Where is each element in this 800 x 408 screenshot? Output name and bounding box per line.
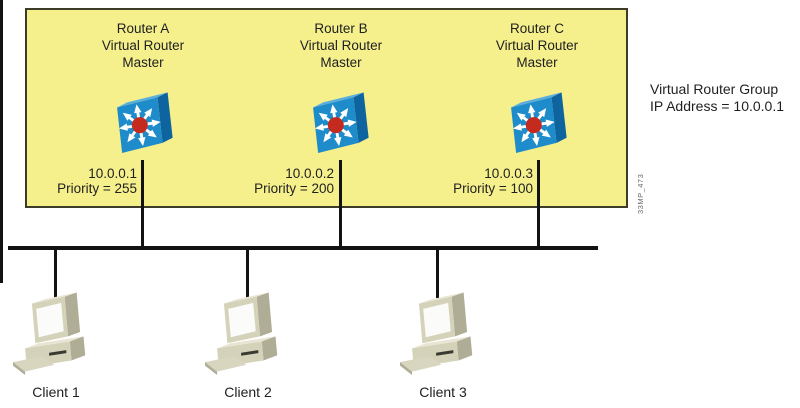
figure-id-label: 33MP_473 bbox=[636, 173, 645, 214]
left-edge-line bbox=[0, 0, 3, 283]
desktop-computer-icon bbox=[13, 288, 99, 383]
router-b-ip: 10.0.0.2 bbox=[285, 166, 334, 181]
client-3-link-line bbox=[436, 250, 439, 298]
client-1-label: Client 1 bbox=[32, 384, 80, 400]
router-switch-icon bbox=[112, 87, 176, 165]
desktop-computer-icon bbox=[205, 288, 291, 383]
router-a-priority: Priority = 255 bbox=[57, 181, 137, 196]
router-b-address: 10.0.0.2 Priority = 200 bbox=[234, 166, 334, 196]
router-c-link-line bbox=[537, 160, 540, 250]
router-b-priority: Priority = 200 bbox=[254, 181, 334, 196]
router-b-role-line2: Master bbox=[320, 55, 362, 70]
router-a-link-line bbox=[141, 160, 144, 250]
lan-bus-line bbox=[8, 246, 598, 250]
router-b-role-line1: Virtual Router bbox=[299, 38, 383, 53]
router-b-name: Router B bbox=[314, 21, 368, 36]
virtual-router-group-note: Virtual Router Group IP Address = 10.0.0… bbox=[650, 81, 800, 115]
router-c-priority: Priority = 100 bbox=[453, 181, 533, 196]
router-a-name: Router A bbox=[116, 21, 170, 36]
router-a-ip: 10.0.0.1 bbox=[88, 166, 137, 181]
router-c-address: 10.0.0.3 Priority = 100 bbox=[433, 166, 533, 196]
router-b-link-line bbox=[339, 160, 342, 250]
router-switch-icon bbox=[308, 87, 372, 165]
router-c-ip: 10.0.0.3 bbox=[484, 166, 533, 181]
router-switch-icon bbox=[506, 87, 570, 165]
client-3-label: Client 3 bbox=[419, 384, 467, 400]
router-c-role-line1: Virtual Router bbox=[495, 38, 579, 53]
router-c-role-line2: Master bbox=[516, 55, 558, 70]
router-a-role-line2: Master bbox=[122, 55, 164, 70]
router-b-title: Router B Virtual Router Master bbox=[276, 20, 406, 71]
client-2-link-line bbox=[246, 250, 249, 298]
router-a-title: Router A Virtual Router Master bbox=[78, 20, 208, 71]
router-c-title: Router C Virtual Router Master bbox=[472, 20, 602, 71]
desktop-computer-icon bbox=[400, 288, 486, 383]
router-a-role-line1: Virtual Router bbox=[101, 38, 185, 53]
group-note-line2: IP Address = 10.0.0.1 bbox=[650, 98, 785, 114]
router-a-address: 10.0.0.1 Priority = 255 bbox=[37, 166, 137, 196]
group-note-line1: Virtual Router Group bbox=[650, 81, 779, 97]
client-1-link-line bbox=[54, 250, 57, 298]
client-2-label: Client 2 bbox=[224, 384, 272, 400]
router-c-name: Router C bbox=[509, 21, 565, 36]
